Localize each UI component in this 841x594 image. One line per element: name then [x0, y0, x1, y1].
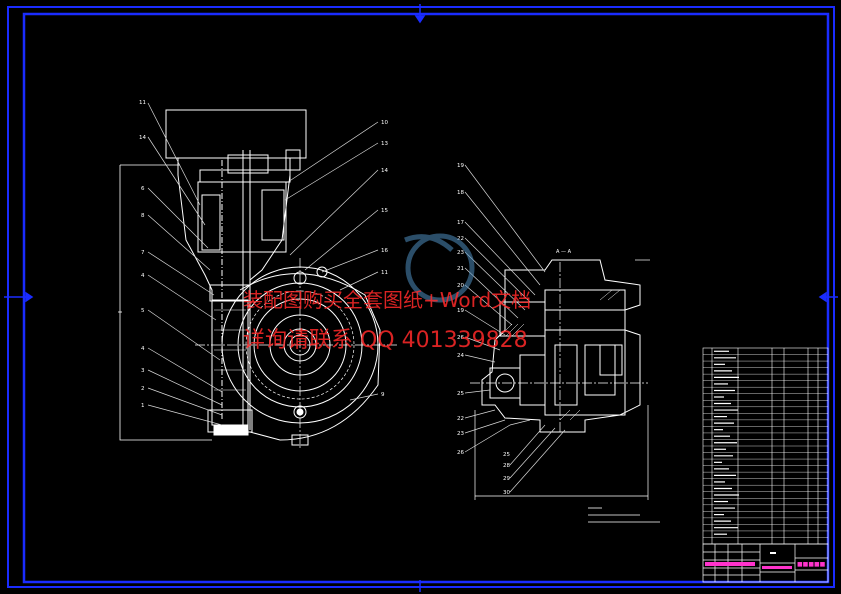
svg-text:16: 16	[381, 248, 388, 254]
svg-text:25: 25	[503, 452, 510, 458]
sheet-border-inner	[22, 12, 830, 584]
svg-text:19: 19	[457, 308, 464, 314]
svg-text:11: 11	[139, 100, 146, 106]
svg-text:20: 20	[457, 283, 464, 289]
svg-text:14: 14	[381, 168, 388, 174]
svg-text:23: 23	[457, 250, 464, 256]
svg-text:13: 13	[381, 141, 388, 147]
svg-text:1: 1	[141, 403, 145, 409]
svg-text:11: 11	[381, 270, 388, 276]
svg-text:14: 14	[139, 135, 146, 141]
svg-text:4: 4	[141, 273, 145, 279]
svg-text:22: 22	[457, 236, 464, 242]
title-accent-bar	[705, 562, 755, 566]
svg-text:5: 5	[141, 308, 145, 314]
svg-text:26: 26	[457, 450, 464, 456]
watermark-logo	[404, 233, 475, 303]
svg-text:7: 7	[141, 250, 145, 256]
svg-text:19: 19	[457, 163, 464, 169]
section-view-right	[470, 259, 650, 500]
leaders-right	[464, 164, 566, 493]
svg-text:10: 10	[381, 120, 388, 126]
part-numbers-right: 19 18 17 22 23 21 20 19 26 24 25 22 23 2…	[457, 163, 510, 496]
svg-text:2: 2	[141, 386, 145, 392]
svg-text:9: 9	[381, 392, 385, 398]
svg-text:23: 23	[457, 431, 464, 437]
title-mark	[770, 552, 776, 554]
section-label: A — A	[556, 249, 572, 255]
watermark-text-1: 装配图购买全套图纸+Word文档	[243, 288, 532, 312]
svg-text:6: 6	[141, 186, 145, 192]
svg-text:17: 17	[457, 220, 464, 226]
svg-text:26: 26	[457, 335, 464, 341]
svg-text:15: 15	[381, 208, 388, 214]
svg-text:30: 30	[503, 490, 510, 496]
svg-text:29: 29	[503, 476, 510, 482]
tech-notes	[588, 507, 660, 523]
svg-text:18: 18	[457, 190, 464, 196]
svg-text:25: 25	[457, 391, 464, 397]
svg-text:8: 8	[141, 213, 145, 219]
centering-marks	[4, 4, 838, 592]
watermark-text-2: 详询请联系 QQ 401339828	[243, 328, 528, 353]
parts-list-rows	[703, 350, 828, 538]
svg-text:28: 28	[503, 463, 510, 469]
svg-text:22: 22	[457, 416, 464, 422]
svg-text:3: 3	[141, 368, 145, 374]
title-accent-bar-2	[762, 566, 792, 569]
part-numbers-left: 11 14 6 8 7 4 5 4 3 2 1 10 13 14 15 16 1…	[139, 100, 388, 409]
assembly-view-left	[118, 109, 398, 450]
svg-text:24: 24	[457, 353, 464, 359]
leaders-left	[147, 102, 379, 426]
svg-text:21: 21	[457, 266, 464, 272]
title-accent-text: ■■■■■	[797, 561, 826, 568]
svg-text:4: 4	[141, 346, 145, 352]
